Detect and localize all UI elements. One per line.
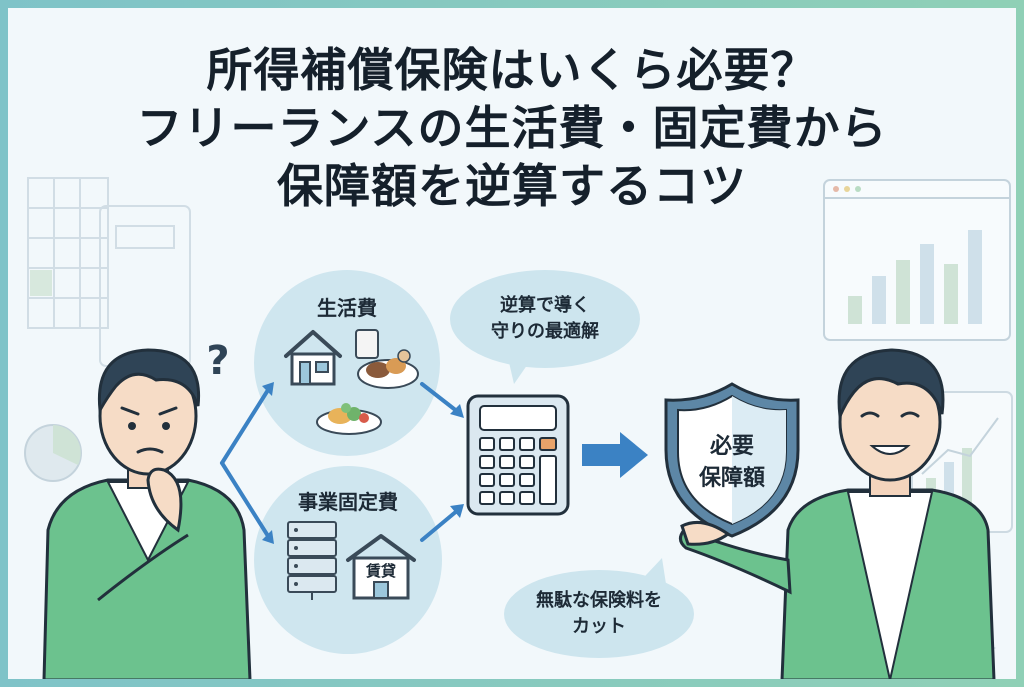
business-costs-label: 事業固定費 [298,490,398,514]
illustration-canvas: 所得補償保険はいくら必要？ フリーランスの生活費・固定費から 保障額を逆算するコ… [8,8,1016,679]
speech-bubble-bottom: 無駄な保険料を カット [504,570,694,658]
shield-label-line-1: 必要 [709,434,754,459]
arrow-icon [220,382,274,544]
speech-bottom-line-2: カット [572,616,626,637]
title-line-1: 所得補償保険はいくら必要？ [206,43,818,97]
title-line-2: フリーランスの生活費・固定費から [136,101,888,155]
question-mark: ? [206,338,230,384]
speech-top-line-2: 守りの最適解 [491,321,599,342]
speech-bottom-line-1: 無駄な保険料を [536,590,662,611]
calculator-icon [466,394,570,516]
bar-chart-icon [823,179,1011,341]
rent-sign-label: 賃貸 [365,562,396,580]
food-plate-icon [355,329,419,389]
worried-freelancer-figure [42,348,252,679]
pie-chart-icon [24,424,82,482]
living-costs-label: 生活費 [317,296,377,320]
server-icon [287,521,337,600]
house-icon [284,330,342,386]
confident-freelancer-figure [679,348,996,679]
shield-icon [664,382,800,538]
rental-building-icon [346,534,416,600]
arrow-to-calculator-bottom [420,504,464,542]
arrow-to-calculator-top [420,382,464,418]
speech-top-tail [508,358,532,384]
arrow-to-shield [582,432,648,478]
speech-top-line-1: 逆算で導く [500,295,590,316]
title-line-3: 保障額を逆算するコツ [277,159,747,213]
salad-plate-icon [316,403,382,435]
speech-bubble-top: 逆算で導く 守りの最適解 [450,270,640,368]
shield-label-line-2: 保障額 [698,466,765,491]
